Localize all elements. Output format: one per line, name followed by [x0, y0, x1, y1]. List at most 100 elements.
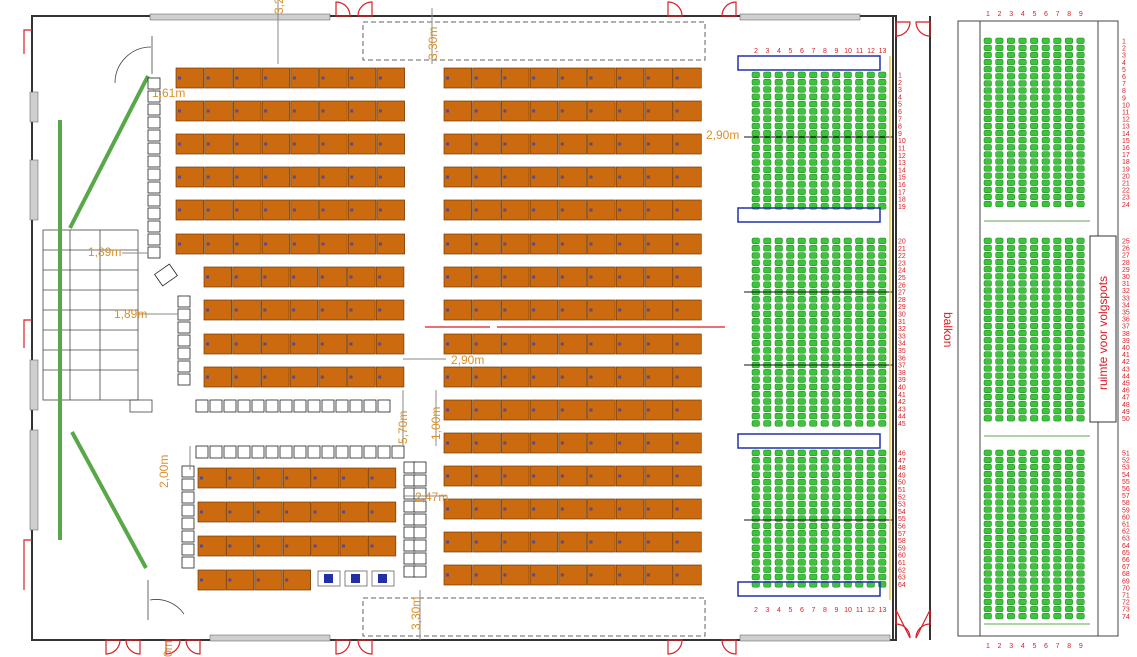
tribune-seat — [878, 318, 887, 325]
balcony-row-number: 25 — [1122, 239, 1130, 246]
balcony-seat — [1076, 401, 1085, 408]
tribune-seat — [878, 405, 887, 412]
balcony-seat — [1018, 259, 1027, 266]
balcony-seat — [1030, 108, 1039, 115]
balcony-seat — [1076, 165, 1085, 172]
tribune-seat — [774, 486, 783, 493]
table — [529, 166, 559, 188]
table — [529, 333, 559, 355]
tribune-seat — [843, 303, 852, 310]
tribune-seat — [855, 173, 864, 181]
tribune-seat — [774, 173, 783, 181]
table — [443, 166, 473, 188]
tribune-seat — [832, 100, 841, 108]
table — [443, 564, 473, 586]
tribune-seat — [809, 152, 818, 159]
tribune-seat — [774, 137, 783, 144]
table — [203, 333, 233, 355]
tribune-row-number: 25 — [898, 275, 906, 282]
table — [339, 501, 368, 523]
balcony-seat — [1041, 351, 1050, 358]
tribune-seat — [786, 420, 795, 427]
tribune-seat — [866, 369, 875, 376]
tribune-seat — [774, 303, 783, 310]
balcony-seat — [1018, 591, 1027, 598]
balcony-seat — [995, 201, 1004, 208]
table — [673, 333, 702, 355]
table — [376, 166, 405, 188]
table — [587, 233, 616, 255]
table — [319, 67, 348, 89]
table — [558, 166, 587, 188]
tribune-seat — [832, 115, 841, 122]
chair — [321, 399, 335, 413]
table — [368, 535, 397, 557]
tribune-seat — [809, 515, 818, 522]
balcony-seat — [1041, 485, 1050, 492]
tribune-col-number-bottom: 7 — [812, 607, 816, 614]
table — [254, 535, 283, 557]
balcony-seat — [1030, 266, 1039, 273]
table-chair-marker — [263, 342, 267, 346]
balcony-seat — [1018, 122, 1027, 130]
balcony-seat — [995, 87, 1004, 94]
balcony-seat — [1018, 365, 1027, 372]
table — [558, 465, 587, 487]
table-chair-marker — [370, 544, 374, 548]
balcony-row-number: 48 — [1122, 402, 1130, 409]
balcony-seat — [1018, 598, 1027, 605]
tribune-seat — [751, 144, 760, 152]
balcony-seat — [1030, 201, 1039, 208]
balcony-seat — [1064, 330, 1073, 337]
table-chair-marker — [589, 175, 593, 179]
tribune-col-number-top: 8 — [823, 48, 827, 55]
tribune-seat — [751, 115, 760, 122]
balcony-row-number: 4 — [1122, 60, 1126, 67]
balcony-seat — [983, 591, 992, 598]
balcony-seat — [995, 372, 1004, 379]
balcony-seat — [1076, 251, 1085, 259]
balcony-row-number: 62 — [1122, 529, 1130, 536]
balcony-row-number: 57 — [1122, 493, 1130, 500]
balcony-seat — [1064, 101, 1073, 108]
balcony-seat — [1053, 549, 1062, 556]
table — [587, 399, 616, 421]
tribune-seat — [866, 296, 875, 303]
table-chair-marker — [675, 474, 679, 478]
table-chair-marker — [446, 109, 449, 113]
tribune-seat — [774, 420, 783, 427]
tribune-seat — [878, 237, 887, 245]
table — [558, 199, 587, 221]
balcony-seat — [1006, 556, 1015, 563]
chair — [209, 399, 223, 413]
balcony-numbers: 1122334455667788991234567891011121314151… — [986, 11, 1130, 650]
balcony-row-number: 47 — [1122, 395, 1130, 402]
balcony-seat — [995, 280, 1004, 287]
table-chair-marker — [446, 175, 449, 179]
tribune-seat — [855, 471, 864, 478]
balcony-seat — [1006, 137, 1015, 144]
tribune-seat — [878, 310, 887, 318]
balcony-seat — [995, 365, 1004, 372]
balcony-seat — [983, 463, 992, 471]
table — [529, 133, 559, 155]
table — [587, 266, 616, 288]
balcony-seat — [1018, 322, 1027, 330]
tribune-seat — [786, 412, 795, 420]
balcony-seat — [995, 101, 1004, 108]
balcony-seat — [1041, 122, 1050, 130]
tribune-seat — [786, 259, 795, 266]
chair — [391, 445, 405, 459]
tribune-seat — [809, 318, 818, 325]
balcony-seat — [1018, 478, 1027, 485]
tribune-seat — [751, 515, 760, 522]
balcony-seat — [1041, 80, 1050, 87]
balcony-row-number: 27 — [1122, 253, 1130, 260]
balcony-seat — [1076, 506, 1085, 513]
balcony-col-number-top: 4 — [1021, 11, 1025, 18]
tribune-seat — [843, 181, 852, 188]
table — [203, 366, 233, 388]
table — [529, 233, 559, 255]
table — [290, 100, 319, 122]
tribune-seat — [820, 166, 829, 173]
